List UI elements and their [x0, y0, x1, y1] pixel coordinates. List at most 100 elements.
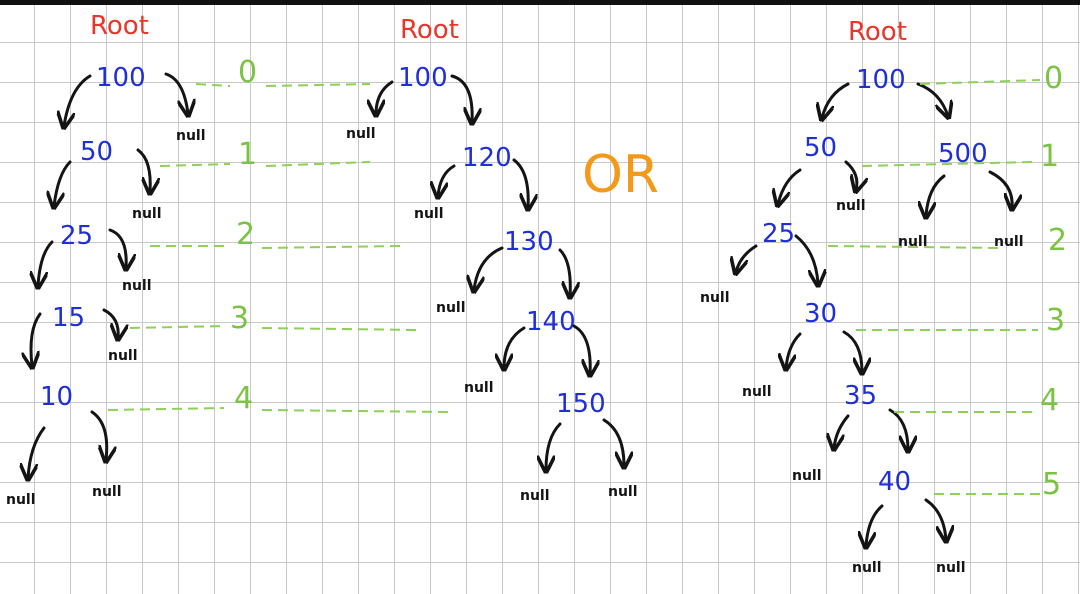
- tree-1-null-25-right: null: [122, 278, 152, 294]
- tree-3-null-500-left: null: [898, 234, 928, 250]
- tree-3-null-30-left: null: [742, 384, 772, 400]
- or-label: OR: [582, 145, 659, 205]
- tree-3-level-line-1: [861, 161, 1035, 167]
- tree-3-level-0: 0: [1044, 61, 1063, 96]
- tree-1-node-25: 25: [60, 221, 93, 251]
- tree-2-null-140-left: null: [464, 380, 494, 396]
- tree-3-arrow-35-right: [888, 408, 908, 450]
- tree-2-node-120: 120: [462, 143, 512, 173]
- tree-1-arrow-100-right: [164, 72, 188, 114]
- tree-2-arrow-130-right: [558, 248, 570, 296]
- tree-2-arrow-120-right: [512, 158, 528, 208]
- tree-1-node-10: 10: [40, 382, 73, 412]
- tree-3-arrow-500-right: [988, 170, 1012, 208]
- tree-3-node-35: 35: [844, 381, 877, 411]
- tree-1-null-10-left: null: [6, 492, 36, 508]
- tree-3-level-1: 1: [1040, 139, 1059, 174]
- tree-1-level-line-4a: [107, 407, 225, 411]
- tree-3-level-line-0: [919, 79, 1041, 85]
- tree-3-arrow-40-right: [924, 498, 946, 540]
- tree-1-arrow-15-left: [31, 312, 42, 366]
- tree-3-null-50-right: null: [836, 198, 866, 214]
- tree-1-level-line-1b: [265, 161, 371, 167]
- tree-1: Root 100 50 25 15 10 null null null null…: [6, 11, 451, 508]
- tree-3-null-40-left: null: [852, 560, 882, 576]
- tree-3-arrow-40-left: [866, 504, 884, 546]
- tree-2-arrow-140-left: [504, 326, 526, 368]
- tree-1-level-line-1a: [159, 163, 231, 167]
- tree-3-node-50: 50: [804, 133, 837, 163]
- tree-2-null-150-left: null: [520, 488, 550, 504]
- tree-3-level-4: 4: [1040, 383, 1059, 418]
- top-edge-bar: [0, 0, 1080, 5]
- tree-2-arrow-120-left: [438, 164, 456, 196]
- tree-1-level-line-3b: [261, 327, 421, 331]
- tree-3-arrow-30-left: [786, 332, 802, 368]
- tree-2-arrow-130-left: [474, 246, 504, 290]
- tree-1-arrow-50-right: [136, 148, 150, 192]
- tree-1-arrow-100-left: [64, 74, 92, 126]
- tree-1-level-line-3a: [129, 325, 227, 329]
- tree-1-level-line-0a: [195, 83, 231, 87]
- tree-3-arrow-25-left: [736, 244, 758, 272]
- tree-1-level-0: 0: [238, 55, 257, 90]
- tree-1-null-50-right: null: [132, 206, 162, 222]
- tree-1-node-50: 50: [80, 137, 113, 167]
- tree-3: Root 100 50 500 25 30 35 40 null null nu…: [700, 17, 1067, 576]
- tree-2-node-140: 140: [526, 307, 576, 337]
- tree-1-level-3: 3: [230, 301, 249, 336]
- tree-2-root-label: Root: [400, 15, 459, 45]
- tree-1-level-2: 2: [236, 217, 255, 252]
- tree-3-node-40: 40: [878, 467, 911, 497]
- tree-1-arrow-25-left: [38, 240, 54, 286]
- tree-3-level-3: 3: [1046, 303, 1065, 338]
- tree-1-null-15-right: null: [108, 348, 138, 364]
- tree-3-level-2: 2: [1048, 223, 1067, 258]
- tree-2-arrow-140-right: [572, 324, 590, 374]
- tree-3-null-500-right: null: [994, 234, 1024, 250]
- tree-1-level-4: 4: [234, 381, 253, 416]
- tree-2-null-120-left: null: [414, 206, 444, 222]
- tree-2-node-100: 100: [398, 63, 448, 93]
- tree-2: Root 100 120 130 140 150 null null null …: [346, 15, 638, 504]
- tree-2-node-130: 130: [504, 227, 554, 257]
- tree-2-arrow-100-right: [450, 74, 472, 122]
- tree-1-root-label: Root: [90, 11, 149, 41]
- tree-1-level-1: 1: [238, 137, 257, 172]
- tree-1-arrow-15-right: [102, 308, 118, 338]
- tree-3-arrow-100-right: [916, 82, 948, 116]
- tree-3-arrow-50-right: [844, 160, 857, 190]
- tree-1-null-10-right: null: [92, 484, 122, 500]
- tree-1-null-100-right: null: [176, 128, 206, 144]
- tree-2-node-150: 150: [556, 389, 606, 419]
- tree-1-arrow-10-left: [28, 426, 46, 478]
- tree-2-null-130-left: null: [436, 300, 466, 316]
- tree-3-arrow-100-left: [822, 82, 850, 118]
- tree-2-null-100-left: null: [346, 126, 376, 142]
- tree-1-arrow-10-right: [90, 410, 107, 460]
- tree-3-node-25: 25: [762, 219, 795, 249]
- tree-3-null-40-right: null: [936, 560, 966, 576]
- tree-1-arrow-25-right: [108, 228, 126, 268]
- tree-3-node-100: 100: [856, 65, 906, 95]
- tree-3-arrow-35-left: [834, 414, 850, 448]
- tree-3-root-label: Root: [848, 17, 907, 47]
- tree-1-arrow-50-left: [54, 160, 72, 206]
- tree-3-level-5: 5: [1042, 467, 1061, 502]
- tree-1-node-100: 100: [96, 63, 146, 93]
- tree-2-arrow-150-right: [602, 418, 624, 466]
- tree-2-arrow-150-left: [546, 422, 562, 470]
- tree-2-arrow-100-left: [376, 80, 394, 114]
- tree-3-null-35-left: null: [792, 468, 822, 484]
- tree-3-arrow-50-left: [778, 168, 802, 204]
- tree-1-node-15: 15: [52, 303, 85, 333]
- tree-3-level-line-2: [827, 245, 1001, 249]
- tree-3-arrow-500-left: [926, 174, 946, 216]
- tree-3-arrow-25-right: [794, 234, 818, 284]
- tree-3-null-25-left: null: [700, 290, 730, 306]
- tree-1-level-line-2b: [261, 245, 401, 249]
- tree-2-null-150-right: null: [608, 484, 638, 500]
- tree-3-arrow-30-right: [842, 330, 862, 372]
- tree-1-level-line-0b: [265, 83, 371, 87]
